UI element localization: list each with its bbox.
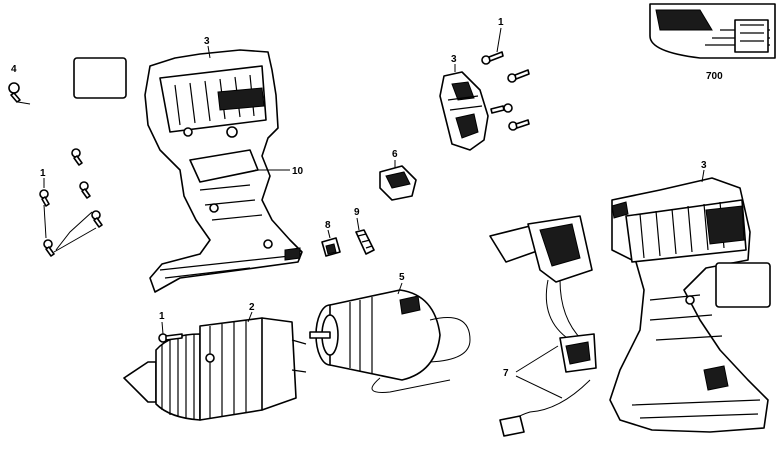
callout-4: 4 — [11, 64, 17, 75]
battery-pack-700 — [649, 3, 776, 59]
callout-9: 9 — [354, 207, 360, 218]
callout-700: 700 — [706, 71, 723, 82]
callout-1-front: 1 — [159, 311, 165, 322]
callout-3-right: 3 — [701, 160, 707, 171]
trigger-cover-part — [439, 71, 489, 151]
callout-6: 6 — [392, 149, 398, 160]
screw-4 — [8, 82, 21, 103]
screws-left-group — [39, 148, 103, 257]
callout-3-mid: 3 — [451, 54, 457, 65]
switch-assembly-7 — [489, 215, 597, 437]
gearbox-chuck-2 — [123, 317, 307, 421]
callout-5: 5 — [399, 272, 405, 283]
callout-8: 8 — [325, 220, 331, 231]
callout-3-left: 3 — [204, 36, 210, 47]
motor-5 — [309, 289, 471, 393]
spring-9 — [355, 229, 375, 255]
callout-1-top: 1 — [498, 17, 504, 28]
switch-cover-6 — [379, 165, 417, 201]
screws-top-group — [481, 51, 530, 131]
callout-2: 2 — [249, 302, 255, 313]
label-plate-right — [715, 262, 771, 308]
right-housing-half — [609, 177, 769, 433]
label-plate-left — [73, 57, 127, 99]
callout-7: 7 — [503, 368, 509, 379]
callout-10: 10 — [292, 166, 304, 177]
left-housing-half — [144, 49, 303, 293]
brush-holder-8 — [321, 237, 341, 257]
screw-front — [158, 333, 183, 343]
callout-1-left: 1 — [40, 168, 46, 179]
